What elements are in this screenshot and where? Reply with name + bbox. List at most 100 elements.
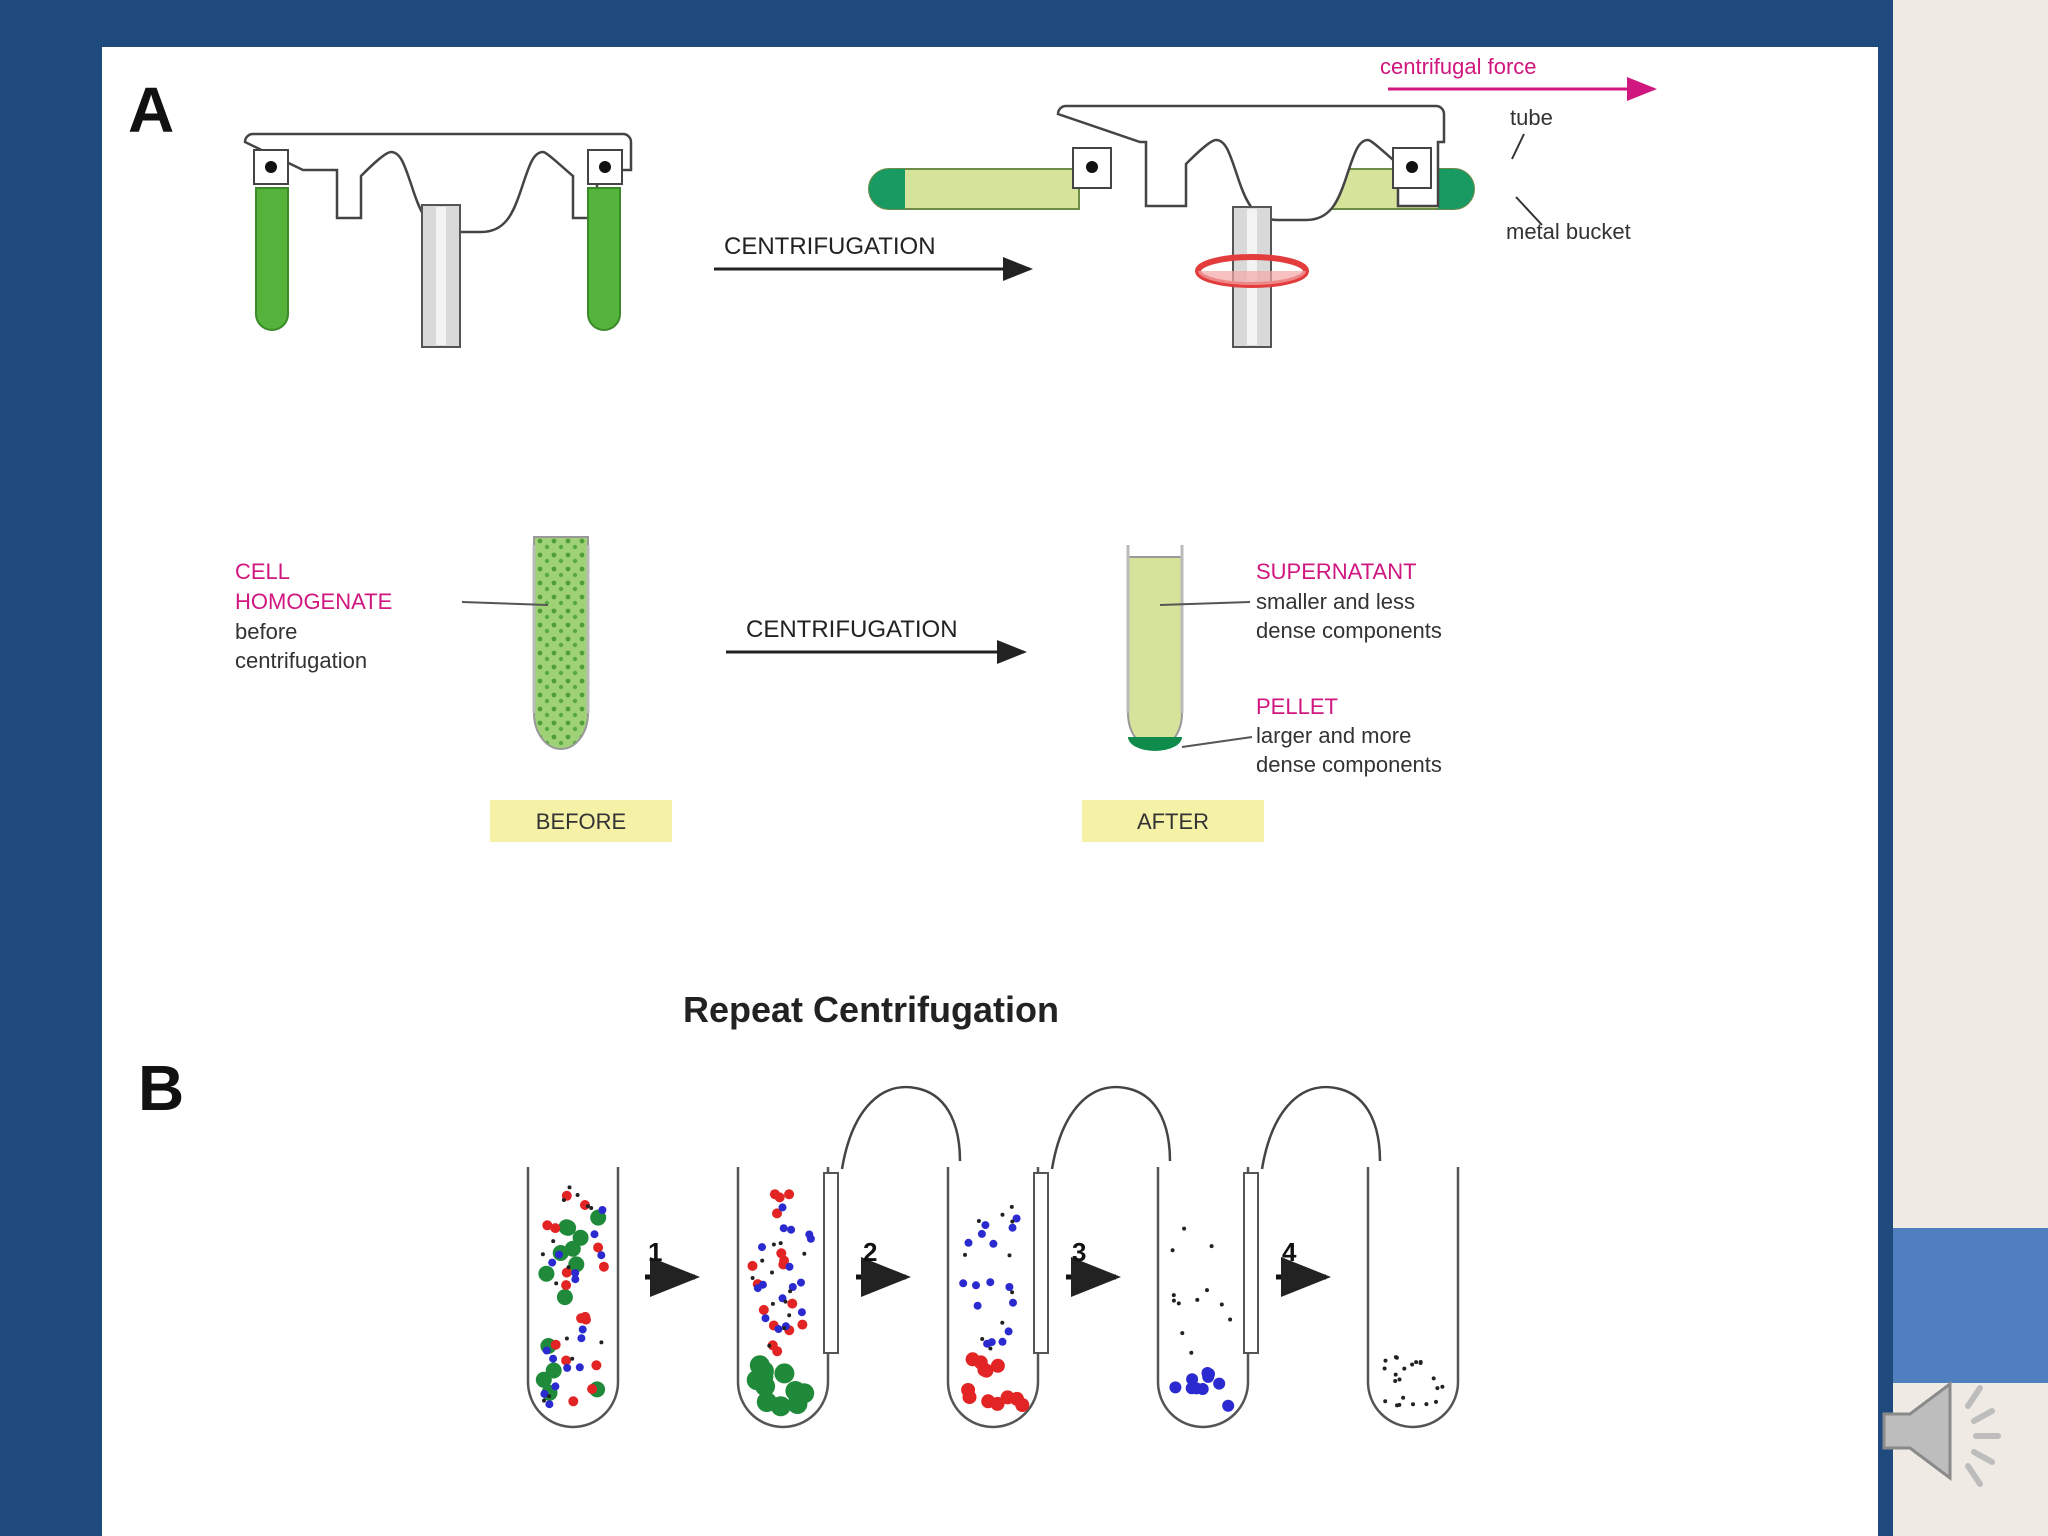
panel-b-title: Repeat Centrifugation bbox=[683, 989, 1059, 1030]
series-tube-3 bbox=[946, 1167, 1049, 1429]
series-tube-5 bbox=[1366, 1167, 1460, 1429]
before-label: BEFORE bbox=[536, 809, 626, 834]
particle-k bbox=[1180, 1331, 1185, 1336]
particle-k bbox=[1205, 1288, 1209, 1293]
particle-k bbox=[1176, 1301, 1181, 1306]
particle-b bbox=[1186, 1373, 1199, 1386]
particle-k bbox=[542, 1398, 546, 1403]
particle-r bbox=[568, 1396, 579, 1407]
particle-b bbox=[986, 1278, 995, 1287]
particle-k bbox=[1435, 1386, 1440, 1391]
particle-k bbox=[566, 1265, 571, 1270]
particle-r bbox=[593, 1242, 604, 1253]
particle-r bbox=[990, 1358, 1005, 1373]
particle-b bbox=[785, 1262, 794, 1271]
particle-r bbox=[758, 1304, 769, 1315]
particle-k bbox=[1007, 1253, 1012, 1258]
pellet-title: PELLET bbox=[1256, 694, 1338, 719]
particle-k bbox=[547, 1394, 552, 1399]
step-label-4: 4 bbox=[1282, 1237, 1297, 1267]
particle-b bbox=[797, 1278, 805, 1287]
particle-r bbox=[1000, 1390, 1015, 1405]
particle-k bbox=[1382, 1366, 1387, 1371]
particle-k bbox=[1401, 1395, 1406, 1400]
rotor-at-rest bbox=[243, 132, 633, 348]
particle-k bbox=[1431, 1376, 1436, 1381]
particle-b bbox=[779, 1224, 788, 1233]
particle-k bbox=[1383, 1358, 1388, 1363]
particle-b bbox=[972, 1281, 980, 1290]
particle-b bbox=[758, 1243, 766, 1252]
particle-b bbox=[973, 1301, 982, 1310]
particle-r bbox=[973, 1355, 988, 1370]
particle-k bbox=[561, 1198, 566, 1202]
particle-k bbox=[976, 1219, 981, 1223]
particle-k bbox=[802, 1251, 807, 1256]
particle-r bbox=[591, 1360, 602, 1371]
particle-r bbox=[561, 1355, 572, 1366]
particle-k bbox=[575, 1193, 580, 1197]
particle-r bbox=[797, 1319, 808, 1330]
particle-k bbox=[1414, 1360, 1419, 1365]
decant-curve-2 bbox=[1050, 1086, 1172, 1170]
particle-k bbox=[1411, 1402, 1415, 1407]
accent-block bbox=[1893, 1228, 2048, 1383]
supernatant-pointer bbox=[1159, 601, 1251, 606]
step-arrow-1: 1 bbox=[645, 1237, 700, 1297]
arrow-bottom-label: CENTRIFUGATION bbox=[746, 616, 958, 643]
particle-k bbox=[540, 1252, 545, 1257]
particle-k bbox=[589, 1206, 594, 1210]
particle-k bbox=[1000, 1212, 1005, 1217]
particle-r bbox=[542, 1220, 553, 1231]
series-tube-1 bbox=[526, 1167, 620, 1429]
particle-r bbox=[774, 1192, 785, 1203]
step-arrow-3: 3 bbox=[1066, 1237, 1121, 1297]
particle-b bbox=[797, 1308, 806, 1317]
particle-b bbox=[977, 1229, 986, 1238]
particle-g bbox=[560, 1219, 577, 1236]
after-label: AFTER bbox=[1137, 809, 1209, 834]
particle-k bbox=[1393, 1355, 1398, 1360]
speaker-icon[interactable] bbox=[1876, 1366, 2016, 1496]
particle-r bbox=[550, 1339, 561, 1350]
particle-g bbox=[556, 1289, 573, 1306]
particle-k bbox=[1209, 1244, 1214, 1249]
particle-k bbox=[783, 1299, 788, 1304]
homogenate-pointer bbox=[461, 601, 549, 606]
step-arrow-4: 4 bbox=[1276, 1237, 1331, 1297]
particle-b bbox=[774, 1325, 783, 1334]
particle-r bbox=[747, 1260, 758, 1271]
particle-k bbox=[1171, 1293, 1176, 1298]
particle-b bbox=[571, 1275, 580, 1284]
particle-b bbox=[761, 1314, 770, 1323]
particle-k bbox=[1170, 1248, 1175, 1253]
particle-k bbox=[770, 1301, 775, 1306]
particle-b bbox=[1012, 1214, 1021, 1223]
particle-b bbox=[964, 1238, 973, 1247]
particle-r bbox=[598, 1261, 609, 1272]
particle-k bbox=[1228, 1317, 1233, 1322]
particle-k bbox=[788, 1289, 793, 1294]
particle-b bbox=[1005, 1283, 1014, 1291]
particle-k bbox=[1189, 1350, 1194, 1355]
particle-k bbox=[767, 1343, 772, 1348]
particle-k bbox=[1434, 1399, 1438, 1404]
particle-k bbox=[963, 1252, 967, 1257]
particle-k bbox=[1195, 1297, 1200, 1302]
particle-g bbox=[538, 1265, 555, 1282]
particle-k bbox=[778, 1241, 783, 1246]
particle-k bbox=[1402, 1366, 1407, 1371]
decant-curve-3 bbox=[1260, 1086, 1382, 1170]
tube-label: tube bbox=[1510, 105, 1553, 130]
particle-b bbox=[998, 1337, 1007, 1346]
particle-k bbox=[554, 1281, 559, 1286]
particle-g bbox=[568, 1256, 585, 1273]
particle-k bbox=[1171, 1298, 1176, 1303]
particle-k bbox=[1010, 1219, 1015, 1224]
particle-b bbox=[563, 1363, 572, 1372]
series-tube-4 bbox=[1156, 1167, 1259, 1429]
particle-b bbox=[778, 1203, 787, 1212]
particle-k bbox=[771, 1242, 776, 1247]
particle-k bbox=[567, 1185, 572, 1190]
tube-series bbox=[526, 1167, 1460, 1429]
